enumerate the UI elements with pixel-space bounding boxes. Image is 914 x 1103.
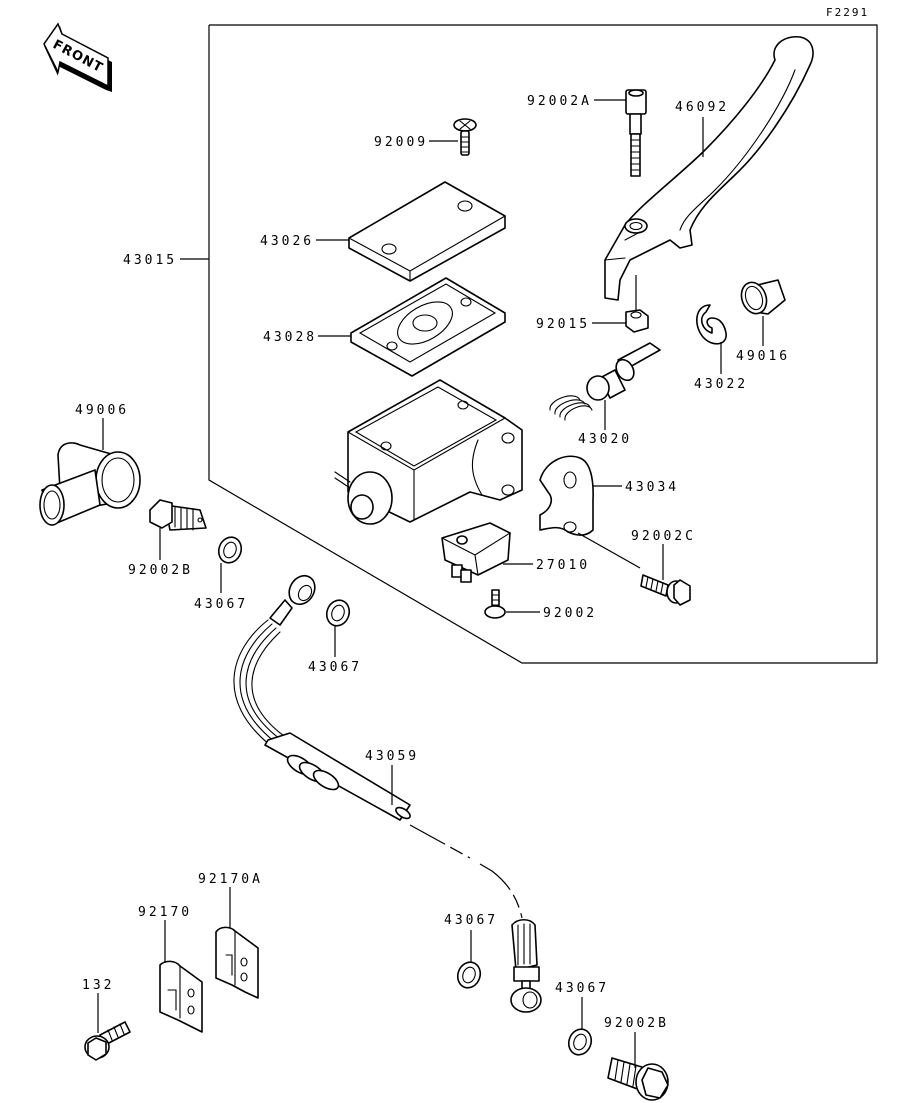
washer-43067-c — [456, 961, 482, 989]
washer-43067-b — [325, 599, 351, 627]
label-43059: 43059 — [365, 749, 419, 764]
label-43067-c: 43067 — [444, 913, 498, 928]
washer-43067-a — [217, 536, 243, 564]
boot-49006 — [39, 442, 141, 526]
piston-assembly-43020 — [549, 342, 661, 421]
banjo-bolt-92002B — [149, 499, 207, 531]
screw-92009 — [453, 118, 477, 156]
label-92170: 92170 — [138, 905, 192, 920]
label-46092: 46092 — [675, 100, 729, 115]
washer-43067-d — [567, 1028, 593, 1056]
label-49016: 49016 — [736, 349, 790, 364]
brake-switch-27010 — [441, 522, 511, 583]
bolt-92002A — [625, 89, 647, 177]
label-92009: 92009 — [374, 135, 428, 150]
brake-hose-43059 — [233, 574, 411, 821]
label-43028: 43028 — [263, 330, 317, 345]
label-92015: 92015 — [536, 317, 590, 332]
hose-end-lower — [510, 918, 542, 1013]
bracket-92170A — [215, 926, 259, 999]
label-43067-d: 43067 — [555, 981, 609, 996]
figure-id: F2291 — [826, 6, 869, 19]
label-43015: 43015 — [123, 253, 177, 268]
clamp-43034 — [539, 455, 594, 536]
label-132: 132 — [82, 978, 114, 993]
banjo-bolt-92002B-lower — [607, 1057, 669, 1101]
front-arrow-icon: FRONT — [43, 22, 112, 92]
assembly-boundary — [208, 24, 878, 664]
circlip-43022 — [696, 304, 727, 345]
label-43026: 43026 — [260, 234, 314, 249]
bolt-132 — [84, 1021, 131, 1061]
label-27010: 27010 — [536, 558, 590, 573]
screw-92002 — [484, 589, 506, 619]
label-92170A: 92170A — [198, 872, 263, 887]
brake-lever-46092 — [604, 35, 814, 301]
label-43067-b: 43067 — [308, 660, 362, 675]
label-43034: 43034 — [625, 480, 679, 495]
label-92002B-top: 92002B — [128, 563, 193, 578]
label-43020: 43020 — [578, 432, 632, 447]
label-92002B-bottom: 92002B — [604, 1016, 669, 1031]
label-43022: 43022 — [694, 377, 748, 392]
label-92002C: 92002C — [631, 529, 696, 544]
diaphragm-43028 — [350, 277, 506, 377]
nut-92015 — [625, 309, 649, 333]
label-92002A: 92002A — [527, 94, 592, 109]
bolt-92002C — [640, 574, 691, 606]
master-cylinder-body — [334, 379, 523, 525]
reservoir-cap-43026 — [348, 181, 506, 282]
label-92002: 92002 — [543, 606, 597, 621]
boot-49016 — [740, 279, 786, 315]
label-49006: 49006 — [75, 403, 129, 418]
bracket-92170 — [159, 960, 203, 1033]
label-43067-a: 43067 — [194, 597, 248, 612]
dashed-connector — [409, 824, 523, 919]
